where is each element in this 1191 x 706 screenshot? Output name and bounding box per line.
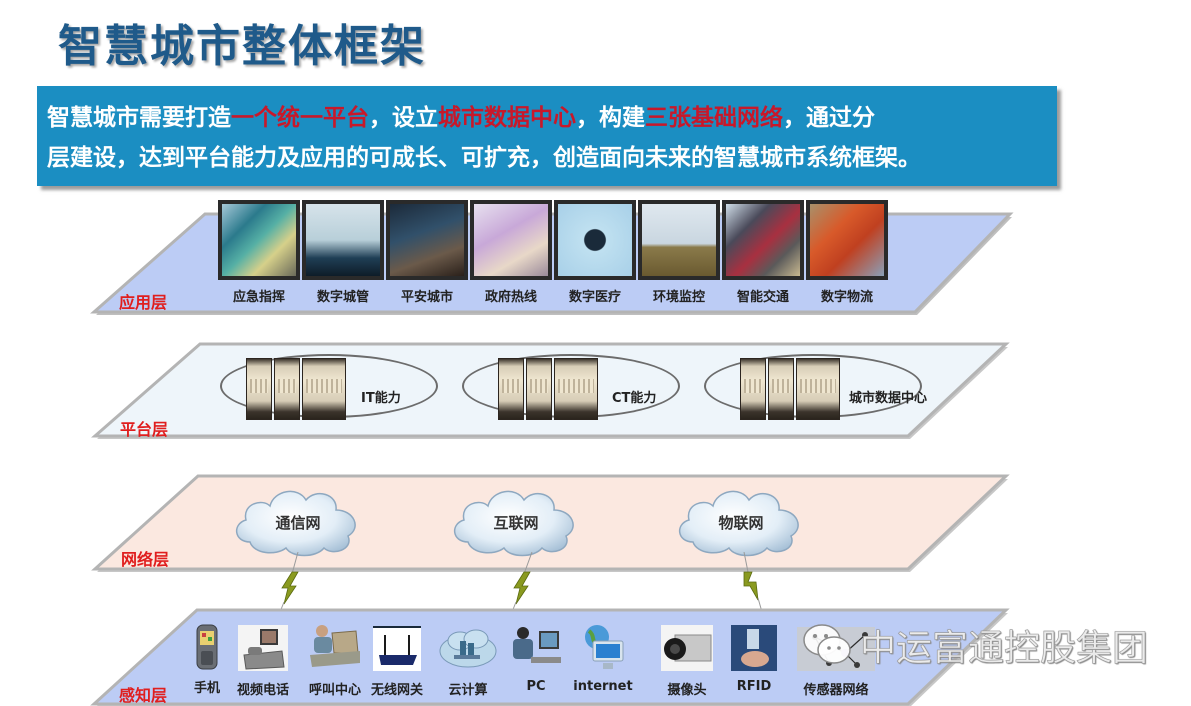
wireless-router-icon [373,626,421,671]
layer-label-perception: 感知层 [119,686,168,705]
app-item-intelligent-traffic: 智能交通 [721,200,805,305]
camera-icon [661,625,713,671]
video-phone-icon [238,625,288,671]
network-label-telecom: 通信网 [275,514,321,532]
wechat-icon [803,624,851,664]
cloud-icon [679,490,799,557]
device-label: 呼叫中心 [308,683,361,698]
safe-city-image [386,200,468,280]
device-item-camera: 摄像头 [656,625,718,698]
server-rack-icon [498,358,598,420]
device-item-internet: internet [568,623,638,694]
intro-line-1: 智慧城市需要打造一个统一平台，设立城市数据中心，构建三张基础网络，通过分 [47,98,1047,138]
intro-text: ，构建 [576,105,645,131]
cloud-icon [454,490,574,557]
network-layer: 网络层 通信网 互联网 物联网 [0,468,1191,612]
device-item-video-phone: 视频电话 [228,625,298,698]
intelligent-traffic-image [722,200,804,280]
app-item-safe-city: 平安城市 [385,200,469,305]
watermark: 中运富通控股集团 [800,620,1148,670]
pc-user-icon [513,627,561,663]
intro-text: 智慧城市需要打造 [47,105,231,131]
device-label: 传感器网络 [803,683,869,698]
device-label: internet [573,679,633,694]
platform-layer: 平台层 IT能力 CT能力 城市数据中心 [0,338,1191,443]
layer-label-platform: 平台层 [120,420,169,439]
intro-box: 智慧城市需要打造一个统一平台，设立城市数据中心，构建三张基础网络，通过分 层建设… [37,86,1057,186]
app-label: 平安城市 [400,290,453,305]
device-item-rfid: RFID [729,625,779,694]
server-rack-icon [740,358,840,420]
app-item-government-hotline: 政府热线 [469,200,553,305]
rfid-icon [731,625,777,671]
intro-text: ，设立 [369,105,438,131]
device-label: 无线网关 [370,683,423,698]
intro-highlight-unified-platform: 一个统一平台 [231,105,369,131]
network-label-internet: 互联网 [493,514,539,532]
app-item-emergency-command: 应急指挥 [217,200,301,305]
app-label: 环境监控 [652,290,705,305]
page-title: 智慧城市整体框架 [58,21,426,72]
app-label: 数字城管 [316,290,369,305]
device-label: 视频电话 [236,683,289,698]
intro-text: ，通过分 [783,105,875,131]
device-label: 手机 [193,681,220,696]
app-label: 数字医疗 [568,290,621,305]
digital-healthcare-image [554,200,636,280]
device-label: 云计算 [448,683,488,698]
digital-logistics-image [806,200,888,280]
mobile-phone-icon [196,624,218,670]
app-item-digital-city-management: 数字城管 [301,200,385,305]
app-item-environment-monitoring: 环境监控 [637,200,721,305]
platform-label-data-center: 城市数据中心 [849,391,928,406]
command-center-image [218,200,300,280]
device-item-call-center: 呼叫中心 [302,623,368,698]
intro-highlight-data-center: 城市数据中心 [438,105,576,131]
intro-line-2: 层建设，达到平台能力及应用的可成长、可扩充，创造面向未来的智慧城市系统框架。 [47,145,921,171]
device-label: RFID [736,679,772,694]
network-label-iot: 物联网 [718,514,764,532]
lightning-bolt-icon [279,552,299,612]
intro-highlight-three-networks: 三张基础网络 [645,105,783,131]
city-management-image [302,200,384,280]
device-item-pc: PC [508,625,564,694]
app-label: 智能交通 [736,290,789,305]
lightning-bolt-icon [511,552,533,612]
device-label: 摄像头 [667,683,707,698]
server-rack-icon [246,358,346,420]
app-label: 政府热线 [484,290,537,305]
app-label: 应急指挥 [232,290,285,305]
watermark-text: 中运富通控股集团 [860,628,1149,670]
app-label: 数字物流 [820,290,873,305]
globe-monitor-icon [585,625,624,669]
layer-label-network: 网络层 [121,550,170,569]
platform-label-it: IT能力 [361,391,401,406]
cloud-computing-icon [439,629,497,668]
device-item-cloud-computing: 云计算 [436,625,500,698]
network-plane [91,474,1010,572]
device-item-wireless-gateway: 无线网关 [366,623,428,698]
call-center-icon [310,625,360,667]
app-item-digital-healthcare: 数字医疗 [553,200,637,305]
device-label: PC [526,679,546,694]
application-layer: 应用层 应急指挥 数字城管 平安城市 政府热线 数字医疗 环境监控 智能交通 数… [0,200,1191,320]
perception-layer: 感知层 手机 视频电话 呼叫中心 [0,605,1191,706]
platform-label-ct: CT能力 [612,391,657,406]
app-item-digital-logistics: 数字物流 [805,200,889,305]
lightning-bolt-icon [743,552,763,612]
layer-label-application: 应用层 [119,293,168,312]
government-hotline-image [470,200,552,280]
environment-monitor-image [638,200,720,280]
cloud-icon [236,490,356,557]
device-item-phone: 手机 [190,623,224,696]
